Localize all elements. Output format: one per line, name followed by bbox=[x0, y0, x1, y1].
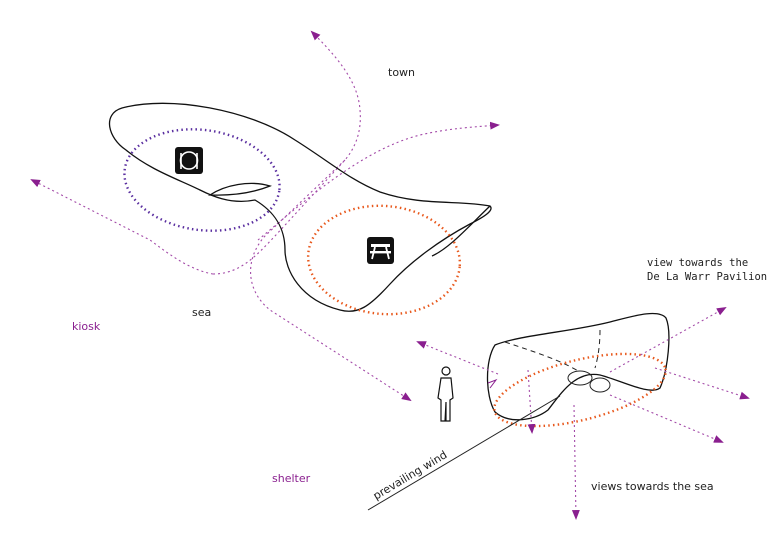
view-arrow-inner bbox=[527, 369, 536, 434]
shelter-seat-1 bbox=[567, 370, 593, 386]
path-east bbox=[257, 121, 500, 241]
path-to-west bbox=[30, 179, 214, 275]
canopy-outline bbox=[108, 102, 492, 312]
label-town: town bbox=[388, 66, 415, 79]
shelter-inner-edge bbox=[504, 341, 581, 373]
fork-knife-icon bbox=[175, 147, 203, 174]
view-arrow-pavilion bbox=[609, 307, 727, 373]
label-view-pavilion-line2: De La Warr Pavilion bbox=[647, 271, 767, 283]
label-sea: sea bbox=[192, 306, 211, 319]
canopy-fold-right bbox=[431, 205, 491, 257]
view-arrow-east bbox=[654, 367, 750, 400]
circulation-paths bbox=[30, 30, 500, 402]
shelter-zone-ring-perspective bbox=[493, 352, 667, 428]
label-shelter: shelter bbox=[272, 472, 311, 485]
kiosk-zone-ring bbox=[123, 128, 281, 232]
person-figure bbox=[437, 366, 454, 422]
view-arrows bbox=[416, 307, 750, 520]
canopy-fold-left bbox=[207, 182, 272, 196]
prevailing-wind-line bbox=[367, 395, 561, 511]
view-arrow-southeast bbox=[609, 394, 724, 443]
shelter-ridge bbox=[594, 329, 601, 369]
shelter-shell bbox=[486, 312, 670, 421]
label-view-pavilion-line1: view towards the bbox=[647, 257, 748, 269]
shelter-perspective bbox=[486, 312, 670, 428]
wind-arrowhead bbox=[487, 378, 498, 389]
shelter-seat-2 bbox=[589, 377, 611, 393]
shelter-zone-ring bbox=[306, 204, 462, 316]
label-views-sea: views towards the sea bbox=[591, 480, 714, 493]
picnic-table-icon bbox=[367, 237, 394, 264]
view-arrow-west bbox=[416, 341, 499, 375]
canopy-plan bbox=[108, 102, 492, 312]
path-to-town bbox=[212, 30, 361, 275]
label-kiosk: kiosk bbox=[72, 320, 101, 333]
label-prevailing-wind: prevailing wind bbox=[371, 448, 450, 502]
view-arrow-sea bbox=[571, 404, 580, 520]
path-to-shelter bbox=[250, 159, 412, 402]
